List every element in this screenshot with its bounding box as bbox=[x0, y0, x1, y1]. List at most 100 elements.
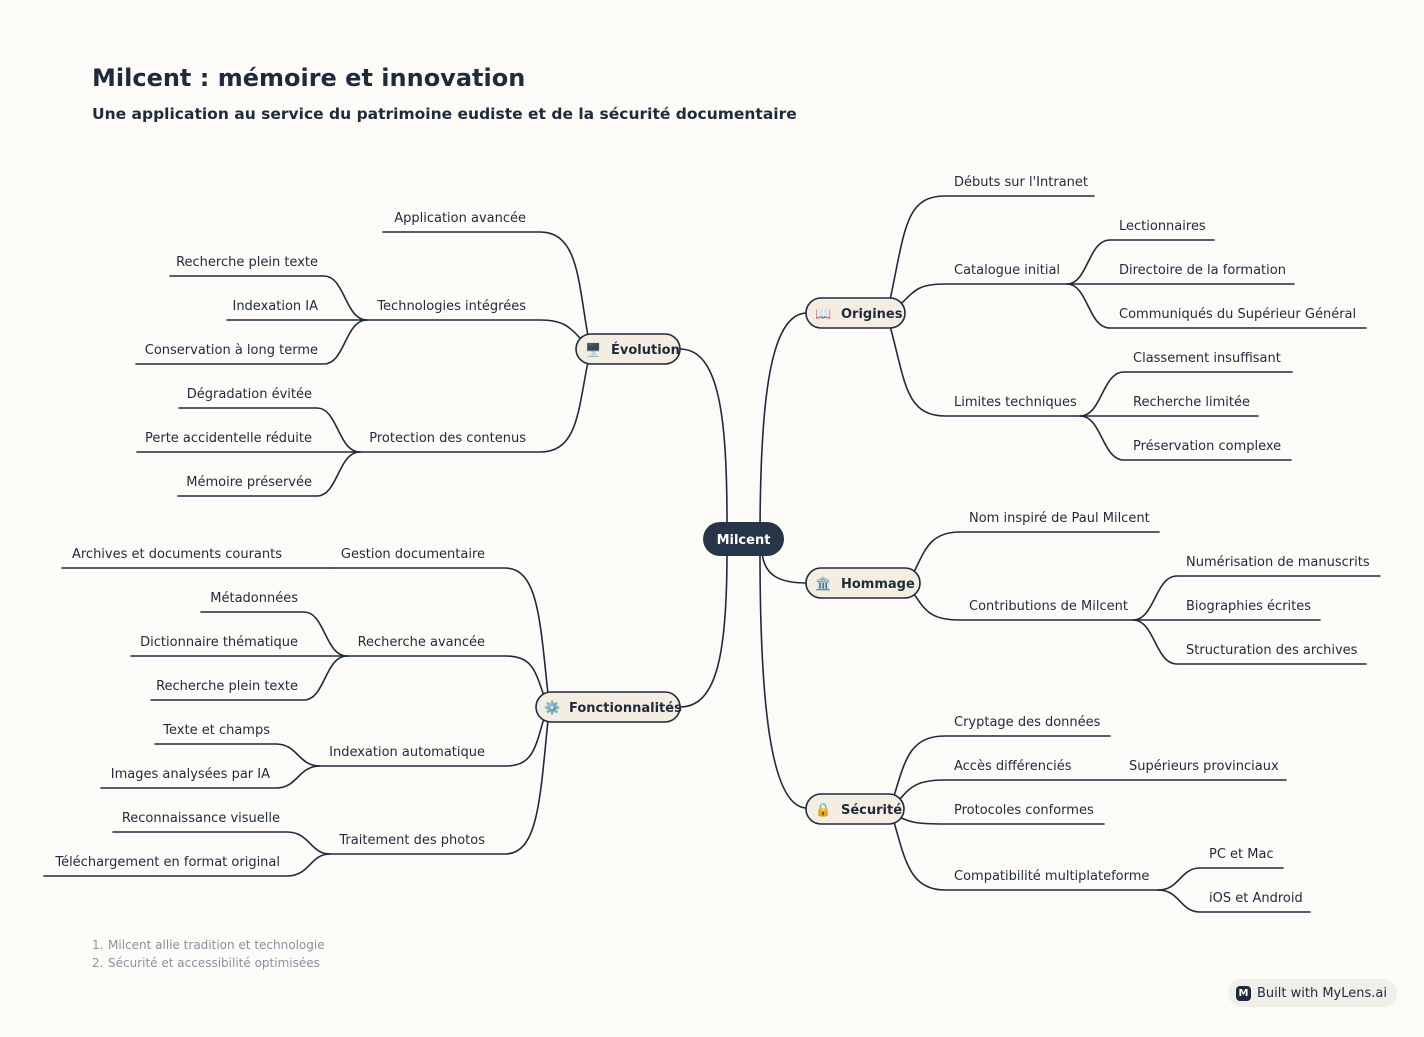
branch-fonctionnalites[interactable]: ⚙️ Fonctionnalités bbox=[535, 691, 682, 723]
branch-origines[interactable]: 📖 Origines bbox=[805, 297, 906, 329]
node-limites-techniques[interactable]: Limites techniques bbox=[954, 395, 1077, 410]
node-archives-documents[interactable]: Archives et documents courants bbox=[72, 547, 282, 562]
node-recherche-limitee[interactable]: Recherche limitée bbox=[1133, 395, 1250, 410]
node-indexation-automatique[interactable]: Indexation automatique bbox=[329, 745, 485, 760]
edge-recherche-metadonnees bbox=[200, 611, 348, 657]
desktop-computer-icon: 🖥️ bbox=[585, 342, 601, 358]
node-telechargement-format[interactable]: Téléchargement en format original bbox=[54, 855, 280, 870]
node-communiques-superieur[interactable]: Communiqués du Supérieur Général bbox=[1119, 307, 1356, 322]
node-technologies-integrees[interactable]: Technologies intégrées bbox=[376, 299, 526, 314]
note-text: Milcent allie tradition et technologie bbox=[108, 938, 325, 952]
node-classement-insuffisant[interactable]: Classement insuffisant bbox=[1133, 351, 1281, 366]
edge-securite-acces bbox=[898, 779, 1287, 801]
node-catalogue-initial[interactable]: Catalogue initial bbox=[954, 263, 1060, 278]
node-gestion-documentaire[interactable]: Gestion documentaire bbox=[341, 547, 485, 562]
node-evo-recherche-plein-texte[interactable]: Recherche plein texte bbox=[176, 255, 318, 270]
edge-securite-compat bbox=[893, 821, 1159, 891]
edge-origines-debuts bbox=[889, 195, 1095, 301]
edge-root-evolution bbox=[679, 348, 728, 526]
edge-hommage-nom bbox=[913, 531, 1160, 573]
root-label: Milcent bbox=[717, 533, 771, 548]
node-contributions-milcent[interactable]: Contributions de Milcent bbox=[969, 599, 1128, 614]
edge-indexation-images bbox=[100, 765, 321, 789]
note-number: 1. bbox=[92, 938, 104, 952]
edge-fonctionnalites-recherche bbox=[346, 655, 545, 697]
mindmap-subtitle: Une application au service du patrimoine… bbox=[92, 105, 797, 123]
edge-fonctionnalites-photos bbox=[329, 719, 549, 855]
edge-photos-telechargement bbox=[43, 853, 331, 877]
node-acces-differencies[interactable]: Accès différenciés bbox=[954, 759, 1072, 774]
note-item: 1. Milcent allie tradition et technologie bbox=[92, 936, 325, 954]
edge-evolution-techno bbox=[366, 319, 583, 341]
node-biographies-ecrites[interactable]: Biographies écrites bbox=[1186, 599, 1311, 614]
branch-hommage[interactable]: 🏛️ Hommage bbox=[805, 567, 921, 599]
badge-text: Built with MyLens.ai bbox=[1257, 985, 1387, 1001]
node-traitement-photos[interactable]: Traitement des photos bbox=[338, 833, 485, 848]
edge-indexation-texte bbox=[154, 743, 321, 767]
branch-evolution[interactable]: 🖥️ Évolution bbox=[575, 333, 681, 365]
edge-evolution-app bbox=[382, 231, 589, 337]
edge-contributions-structuration bbox=[1132, 619, 1367, 665]
node-structuration-archives[interactable]: Structuration des archives bbox=[1186, 643, 1358, 658]
branch-securite-label: Sécurité bbox=[841, 803, 902, 818]
edge-limites-classement bbox=[1079, 371, 1293, 417]
edge-photos-reconnaissance bbox=[112, 831, 331, 855]
branch-origines-label: Origines bbox=[841, 307, 903, 322]
node-preservation-complexe[interactable]: Préservation complexe bbox=[1133, 439, 1281, 454]
mylens-badge[interactable]: M Built with MyLens.ai bbox=[1228, 979, 1397, 1007]
node-debuts-intranet[interactable]: Débuts sur l'Intranet bbox=[954, 175, 1088, 190]
node-protocoles-conformes[interactable]: Protocoles conformes bbox=[954, 803, 1094, 818]
edge-protection-degradation bbox=[178, 407, 361, 453]
node-protection-contenus[interactable]: Protection des contenus bbox=[369, 431, 526, 446]
node-superieurs-provinciaux[interactable]: Supérieurs provinciaux bbox=[1129, 759, 1279, 774]
node-degradation-evitee[interactable]: Dégradation évitée bbox=[187, 387, 312, 402]
node-compatibilite-multiplateforme[interactable]: Compatibilité multiplateforme bbox=[954, 869, 1149, 884]
edge-hommage-contributions bbox=[913, 593, 1134, 621]
edge-fonctionnalites-gestion bbox=[329, 567, 549, 695]
mindmap-title: Milcent : mémoire et innovation bbox=[92, 64, 526, 92]
node-indexation-ia[interactable]: Indexation IA bbox=[232, 299, 318, 314]
node-reconnaissance-visuelle[interactable]: Reconnaissance visuelle bbox=[122, 811, 280, 826]
node-lectionnaires[interactable]: Lectionnaires bbox=[1119, 219, 1206, 234]
note-text: Sécurité et accessibilité optimisées bbox=[108, 956, 320, 970]
node-conservation-long-terme[interactable]: Conservation à long terme bbox=[145, 343, 318, 358]
node-directoire-formation[interactable]: Directoire de la formation bbox=[1119, 263, 1286, 278]
edge-compat-pc bbox=[1157, 867, 1284, 891]
branch-securite[interactable]: 🔒 Sécurité bbox=[805, 793, 905, 825]
mylens-logo-icon: M bbox=[1236, 985, 1251, 1001]
edge-root-hommage bbox=[761, 551, 808, 584]
node-cryptage-donnees[interactable]: Cryptage des données bbox=[954, 715, 1101, 730]
node-memoire-preservee[interactable]: Mémoire préservée bbox=[186, 475, 312, 490]
node-application-avancee[interactable]: Application avancée bbox=[394, 211, 526, 226]
edge-protection-memoire bbox=[177, 451, 361, 497]
root-node[interactable]: Milcent bbox=[703, 522, 784, 556]
edge-origines-limites bbox=[889, 325, 1081, 417]
edge-limites-preservation bbox=[1079, 415, 1292, 461]
edge-root-securite bbox=[759, 551, 808, 809]
node-nom-inspire[interactable]: Nom inspiré de Paul Milcent bbox=[969, 511, 1150, 526]
node-numerisation-manuscrits[interactable]: Numérisation de manuscrits bbox=[1186, 555, 1370, 570]
node-fonc-recherche-plein-texte[interactable]: Recherche plein texte bbox=[156, 679, 298, 694]
branch-fonctionnalites-label: Fonctionnalités bbox=[569, 701, 682, 716]
branch-evolution-label: Évolution bbox=[611, 342, 680, 358]
note-number: 2. bbox=[92, 956, 104, 970]
node-texte-champs[interactable]: Texte et champs bbox=[162, 723, 270, 738]
lock-icon: 🔒 bbox=[815, 803, 831, 818]
node-recherche-avancee[interactable]: Recherche avancée bbox=[358, 635, 485, 650]
node-dictionnaire-thematique[interactable]: Dictionnaire thématique bbox=[140, 635, 298, 650]
edge-catalogue-communiques bbox=[1066, 283, 1367, 329]
book-icon: 📖 bbox=[815, 307, 831, 322]
edge-techno-recherche bbox=[169, 275, 368, 321]
edge-origines-catalogue bbox=[897, 283, 1068, 308]
edge-recherche-pleintexte bbox=[150, 655, 348, 701]
node-pc-mac[interactable]: PC et Mac bbox=[1209, 847, 1274, 862]
note-item: 2. Sécurité et accessibilité optimisées bbox=[92, 954, 325, 972]
edge-techno-conservation bbox=[135, 319, 368, 365]
node-images-analysees[interactable]: Images analysées par IA bbox=[111, 767, 270, 782]
edge-securite-cryptage bbox=[893, 735, 1111, 797]
node-ios-android[interactable]: iOS et Android bbox=[1209, 891, 1303, 906]
node-perte-accidentelle[interactable]: Perte accidentelle réduite bbox=[145, 431, 312, 446]
node-metadonnees[interactable]: Métadonnées bbox=[210, 591, 298, 606]
edge-fonctionnalites-indexation bbox=[319, 717, 545, 767]
